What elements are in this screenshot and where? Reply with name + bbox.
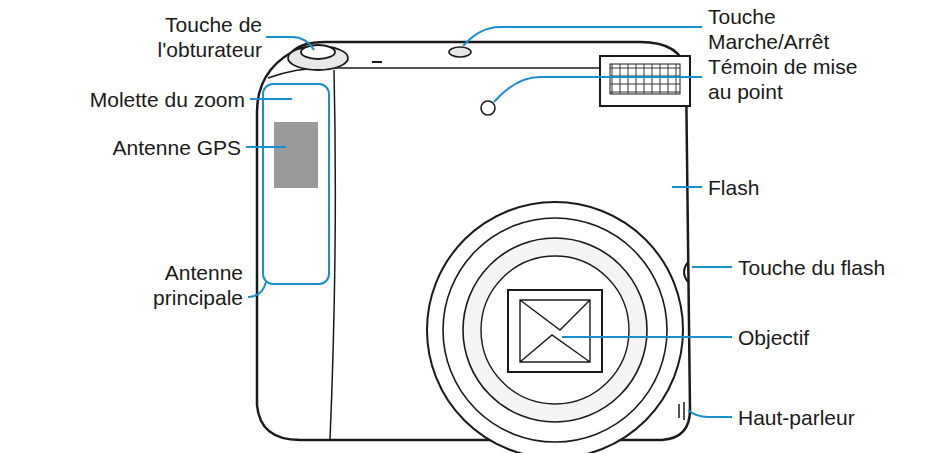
main-antenna-region <box>263 84 329 284</box>
leader-line <box>246 146 286 148</box>
focus-lamp <box>481 101 495 115</box>
leader-lines <box>246 27 732 417</box>
part-label: Touche Marche/Arrêt <box>708 4 858 54</box>
gps-antenna <box>274 122 318 188</box>
lens-shutter <box>520 300 590 362</box>
leader-line <box>463 27 702 46</box>
flash-button <box>684 262 688 282</box>
lens-outer <box>427 202 683 453</box>
part-label: Flash <box>708 175 858 200</box>
leader-line <box>688 410 732 417</box>
zoom-ring <box>288 46 348 70</box>
part-label: Antenne GPS <box>41 135 241 160</box>
leader-line <box>494 77 702 102</box>
part-label: Touche de l'obturateur <box>112 12 262 62</box>
lens-ring-inner <box>463 238 647 422</box>
part-label: Touche du flash <box>738 255 928 280</box>
leader-line <box>692 266 732 268</box>
leader-line <box>672 186 702 188</box>
leader-line <box>562 336 732 338</box>
flash-grill <box>610 64 680 94</box>
leader-line <box>250 98 292 100</box>
part-label: Objectif <box>738 325 928 350</box>
lens-barrel <box>481 256 629 404</box>
part-label: Molette du zoom <box>5 87 245 112</box>
leader-line <box>266 37 314 50</box>
grip-edge <box>330 70 335 440</box>
speaker-slits <box>679 402 684 420</box>
part-label: Témoin de mise au point <box>708 54 873 104</box>
lens-ring <box>443 218 667 442</box>
part-label: Antenne principale <box>123 260 243 310</box>
shutter-button <box>301 45 335 59</box>
flash-popup <box>600 56 690 106</box>
part-label: Haut-parleur <box>738 405 928 430</box>
leader-line <box>248 282 266 297</box>
power-button <box>449 47 471 57</box>
mic-slot <box>372 61 382 63</box>
lens-window <box>508 290 602 372</box>
